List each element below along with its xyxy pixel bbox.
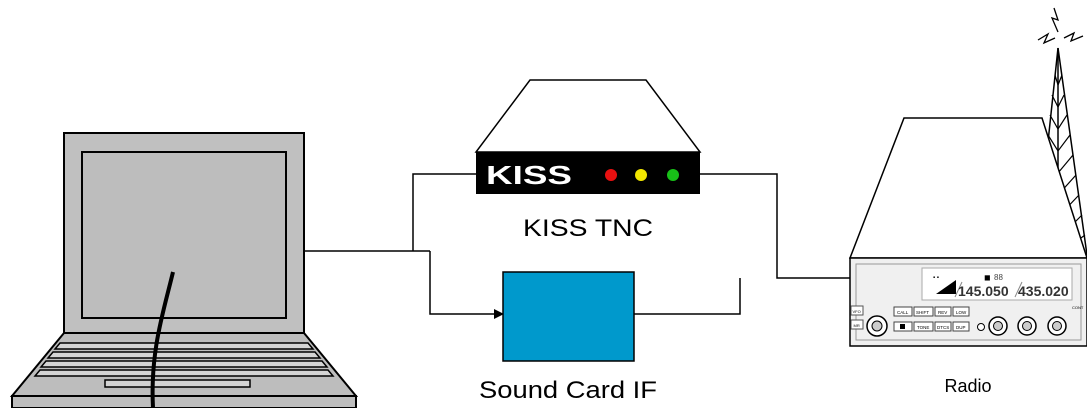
radio-side-button-vfo — [850, 305, 864, 316]
laptop-screen — [81, 151, 287, 319]
display-divider — [954, 281, 963, 298]
radio-side-button-mr — [850, 319, 864, 330]
radio-button-dtcs — [934, 321, 952, 332]
radio-button-shift — [913, 306, 934, 317]
kiss-tnc: KISS KISS TNC — [474, 79, 702, 242]
connections — [304, 173, 850, 319]
svg-text:▪ ▪: ▪ ▪ — [933, 275, 939, 281]
radio-button-label: DTCS — [937, 325, 949, 330]
radio-front-inner — [855, 263, 1082, 341]
display-divider — [1014, 281, 1023, 298]
sound-card-if: Sound Card IF — [479, 271, 657, 404]
radio-button-label: TONE — [917, 325, 929, 330]
radio-knob-icon — [1017, 316, 1037, 336]
radio-indicator-icon: ◼ — [984, 273, 991, 282]
line-to-tnc — [412, 173, 476, 251]
radio: ▪ ▪ 88 ◼ 145.050 435.020 VFO MR CONT — [848, 117, 1087, 396]
soundcard-box — [502, 271, 635, 362]
radio-button-label: CALL — [897, 310, 909, 315]
radio-knob-icon — [988, 316, 1008, 336]
soundcard-label: Sound Card IF — [479, 377, 657, 404]
tnc-led-red — [605, 169, 617, 181]
signal-meter-icon: ▪ ▪ — [933, 275, 956, 294]
tnc-label: KISS TNC — [523, 215, 653, 242]
radio-display — [921, 267, 1073, 301]
tnc-to-radio-line — [700, 173, 850, 279]
antenna-signal-icon — [1050, 7, 1060, 33]
radio-knob-icon — [866, 315, 888, 337]
tnc-body — [474, 79, 702, 153]
keyboard-row — [33, 369, 335, 377]
line-to-soundcard — [429, 251, 504, 319]
radio-button-label: LOW — [956, 310, 967, 315]
radio-side-label: CONT — [1072, 305, 1084, 310]
radio-button-low — [952, 306, 970, 317]
radio-knob-icon — [1047, 316, 1067, 336]
tnc-led-yellow — [635, 169, 647, 181]
radio-button-row-bottom: TONE DTCS DUP — [893, 321, 970, 332]
radio-button-label: DUP — [956, 325, 966, 330]
radio-small-button-icon — [977, 323, 985, 331]
radio-button-call — [893, 306, 913, 317]
radio-button-label: REV — [938, 310, 947, 315]
radio-side-label: MR — [854, 323, 860, 328]
laptop-base-front — [11, 395, 357, 408]
keyboard-row — [46, 351, 322, 359]
radio-body — [848, 117, 1087, 259]
radio-button-dup — [952, 321, 970, 332]
laptop-cable — [150, 271, 175, 408]
radio-button-label: SHIFT — [916, 310, 929, 315]
laptop-touchpad — [104, 379, 251, 388]
laptop — [9, 132, 359, 408]
antenna-signal-icon — [1063, 31, 1084, 43]
radio-freq-main: 145.050 — [958, 283, 1009, 299]
radio-indicator: 88 — [994, 273, 1003, 282]
tnc-led-green — [667, 169, 679, 181]
soundcard-to-radio-line — [634, 278, 741, 315]
radio-button-row-top: CALL SHIFT REV LOW — [893, 306, 970, 317]
radio-side-label: VFO — [853, 309, 861, 314]
radio-button-rev — [934, 306, 952, 317]
antenna-signal-icon — [1037, 32, 1056, 45]
keyboard-row — [39, 360, 329, 368]
radio-freq-sub: 435.020 — [1018, 283, 1069, 299]
keyboard-row — [53, 342, 315, 350]
radio-label: Radio — [944, 376, 991, 396]
tnc-front-panel — [476, 152, 700, 194]
tnc-badge: KISS — [486, 160, 572, 190]
radio-button-tone — [913, 321, 934, 332]
